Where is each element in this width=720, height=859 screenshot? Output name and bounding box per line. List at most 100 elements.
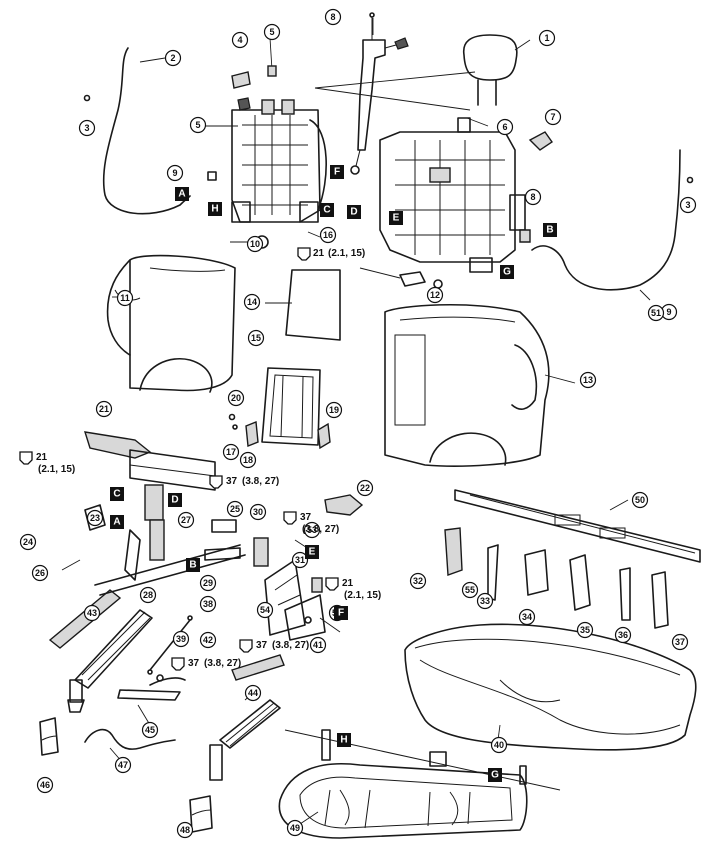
callout-circle [239,451,257,469]
callout-c28: 28 [139,586,157,604]
callout-circle [172,630,190,648]
svg-text:(2.1, 15): (2.1, 15) [344,590,381,601]
torque-specs: 21 (2.1, 15) 21 (2.1, 15) 37 (3.8, 27) 3… [19,247,381,671]
svg-text:B: B [546,225,553,236]
ref-marker-b-top: B [543,223,557,237]
seat-cushion-frame [278,729,561,839]
callout-c47: 47 [114,756,132,774]
callout-c9b: 9 [660,303,678,321]
clip-9-right [519,229,531,243]
svg-text:H: H [211,204,218,215]
callout-c23: 23 [86,509,104,527]
ref-marker-h-top: H [208,202,222,216]
callout-c55: 55 [461,581,479,599]
cover-46 [39,717,59,756]
callout-label: 48 [180,825,190,835]
hinge-18 [245,421,259,447]
svg-text:F: F [338,608,344,619]
callout-c18: 18 [239,451,257,469]
callout-label: 18 [243,455,253,465]
callout-label: 5 [269,27,274,37]
callout-c32: 32 [409,572,427,590]
torque-spec-37-mid: 37 (3.8, 27) [283,511,339,535]
callout-c16: 16 [319,226,337,244]
callout-circle [286,819,304,837]
ref-marker-a-top: A [175,187,189,201]
callout-label: 41 [313,640,323,650]
svg-text:21: 21 [313,248,325,259]
callout-c3a: 3 [78,119,96,137]
svg-text:A: A [178,189,185,200]
right-seatback-frame [359,117,526,289]
callout-label: 26 [35,568,45,578]
callout-circle [226,500,244,518]
callout-circle [244,684,262,702]
bushing-5 [267,65,277,77]
trim-bracket-41 [83,431,152,459]
callout-circle [199,574,217,592]
svg-text:21: 21 [36,452,48,463]
callout-c48: 48 [176,821,194,839]
left-seatback-pad [106,254,236,393]
callout-c8b: 8 [524,188,542,206]
callout-c45: 45 [141,721,159,739]
callout-label: 51 [651,308,661,318]
callout-circle [476,592,494,610]
callout-label: 7 [550,112,555,122]
callout-label: 6 [502,122,507,132]
svg-text:F: F [334,167,340,178]
callout-circle [246,235,264,253]
callout-c49: 49 [286,819,304,837]
callout-label: 21 [99,404,109,414]
callout-label: 27 [181,515,191,525]
callout-c12: 12 [426,286,444,304]
callout-label: 10 [250,239,260,249]
callout-label: 46 [40,780,50,790]
callout-circle [647,304,665,322]
callout-c7: 7 [544,108,562,126]
callout-c9a: 9 [166,164,184,182]
callout-label: 9 [666,307,671,317]
callout-circle [164,49,182,67]
ref-marker-h-bottom: H [337,733,351,747]
ref-marker-f-mid: F [334,606,348,620]
svg-text:D: D [171,495,178,506]
callout-label: 13 [583,375,593,385]
callout-c34: 34 [518,608,536,626]
ref-marker-a-mid: A [110,515,124,529]
callout-circle [490,736,508,754]
callout-label: 33 [480,596,490,606]
callout-circle [324,8,342,26]
callout-circle [319,226,337,244]
hinge-assembly-left [84,449,216,581]
callout-c51: 51 [647,304,665,322]
callout-circle [303,521,321,539]
trim-rail-28 [454,489,701,563]
callout-c2: 2 [164,49,182,67]
callout-c4: 4 [231,31,249,49]
callout-circle [199,631,217,649]
callout-label: 9 [172,168,177,178]
callout-c42: 42 [199,631,217,649]
svg-text:37: 37 [188,658,200,669]
svg-text:(3.8, 27): (3.8, 27) [302,524,339,535]
svg-text:B: B [189,560,196,571]
reference-markers: A H C F D E B G C D A B E F H G [110,165,557,782]
svg-text:(2.1, 15): (2.1, 15) [38,464,75,475]
svg-text:E: E [309,547,316,558]
callout-circle [114,756,132,774]
bracket-19 [317,422,331,450]
callout-c5b: 5 [189,116,207,134]
callout-label: 2 [170,53,175,63]
headrest [462,34,518,106]
callout-circle [544,108,562,126]
svg-text:G: G [503,267,511,278]
slide-rail-48 [209,654,285,781]
callout-circle [83,604,101,622]
callout-label: 32 [413,576,423,586]
svg-text:H: H [340,735,347,746]
callout-label: 8 [330,12,335,22]
bracket-25 [211,519,237,533]
callout-circle [31,564,49,582]
